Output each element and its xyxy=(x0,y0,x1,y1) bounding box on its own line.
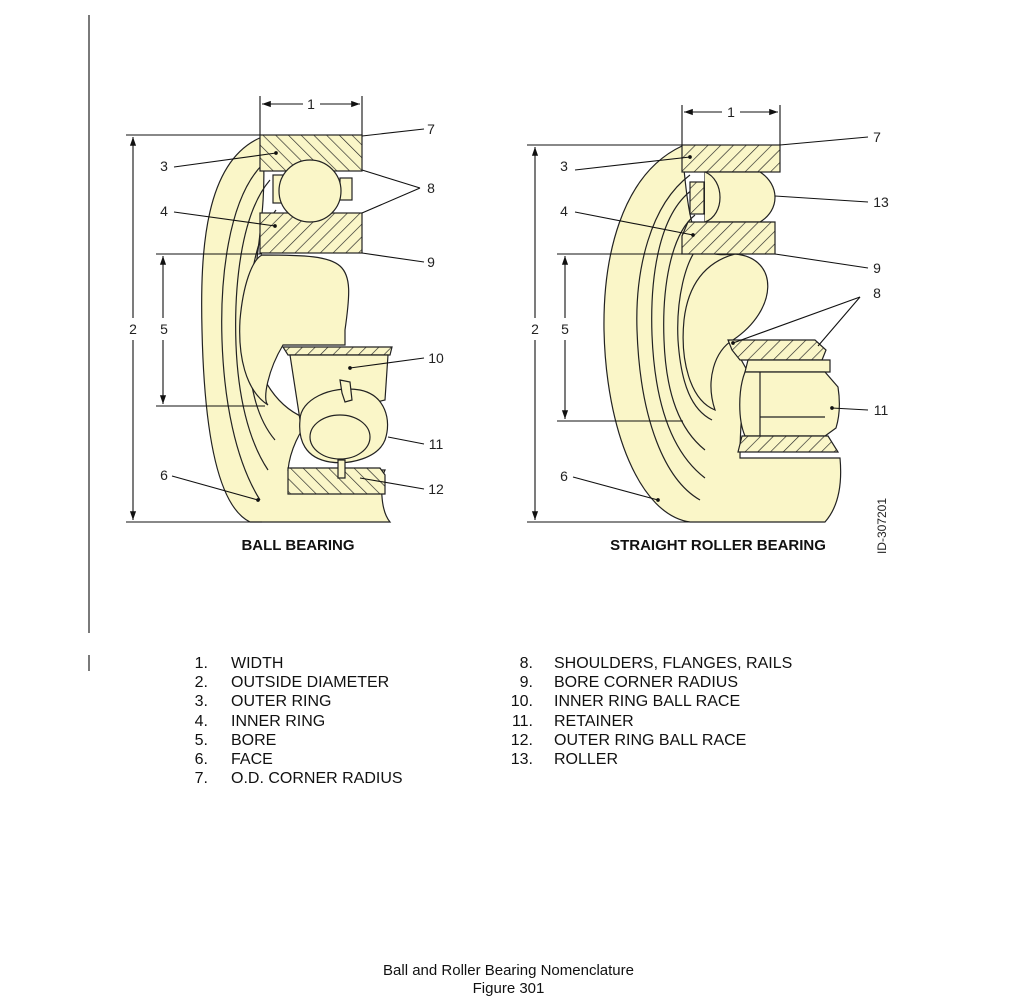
bearing-diagram: 1 2 3 4 5 6 7 8 9 10 11 12 BALL BEARING xyxy=(126,96,889,554)
callout-7: 7 xyxy=(873,129,881,145)
callout-2: 2 xyxy=(531,321,539,337)
callout-10: 10 xyxy=(428,350,444,366)
legend-num: 3. xyxy=(194,693,208,711)
callout-4: 4 xyxy=(160,203,168,219)
callout-5: 5 xyxy=(160,321,168,337)
callout-9: 9 xyxy=(427,254,435,270)
legend-item: 11. RETAINER xyxy=(505,712,792,731)
callout-1: 1 xyxy=(727,104,735,120)
legend-label: O.D. CORNER RADIUS xyxy=(231,770,403,788)
callout-4: 4 xyxy=(560,203,568,219)
change-bar-top xyxy=(88,15,90,633)
legend-right: 8. SHOULDERS, FLANGES, RAILS 9. BORE CORNE… xyxy=(505,654,793,769)
roller-bearing-callouts: 1 2 3 4 5 6 7 13 9 8 11 xyxy=(531,104,889,484)
legend-item: 12. OUTER RING BALL RACE xyxy=(505,731,792,750)
legend-item: 4. INNER RING xyxy=(190,712,403,731)
legend-num: 9. xyxy=(519,674,533,692)
legend-num: 7. xyxy=(194,770,208,788)
legend-num: 10. xyxy=(510,693,533,711)
caption-figure-number: Figure 301 xyxy=(472,980,545,997)
ball-bearing-drawing xyxy=(201,134,393,523)
legend-item: 8. SHOULDERS, FLANGES, RAILS xyxy=(505,654,793,673)
legend-item: 3. OUTER RING xyxy=(190,692,403,711)
roller-bearing-inner-ring xyxy=(681,221,776,255)
legend-label: BORE CORNER RADIUS xyxy=(554,674,739,692)
legend-item: 6. FACE xyxy=(190,750,403,769)
legend-label: OUTER RING BALL RACE xyxy=(554,731,747,749)
change-bar-bottom xyxy=(88,655,90,671)
ball-bearing-title: BALL BEARING xyxy=(241,537,354,554)
callout-11: 11 xyxy=(874,402,889,418)
legend-label: OUTSIDE DIAMETER xyxy=(231,674,390,692)
legend-num: 13. xyxy=(510,751,533,769)
legend-num: 4. xyxy=(194,712,208,730)
callout-11: 11 xyxy=(429,436,444,452)
callout-9: 9 xyxy=(873,260,881,276)
illustration-id: ID-307201 xyxy=(875,498,889,554)
ball-bearing-ball xyxy=(278,159,342,223)
legend-label: INNER RING BALL RACE xyxy=(554,693,741,711)
legend-item: 13. ROLLER xyxy=(505,750,792,769)
callout-13: 13 xyxy=(873,194,889,210)
legend-num: 8. xyxy=(519,655,533,672)
callout-6: 6 xyxy=(560,468,568,484)
legend-item: 2. OUTSIDE DIAMETER xyxy=(190,673,403,692)
legend-label: OUTER RING xyxy=(231,693,332,711)
legend-num: 12. xyxy=(510,731,533,749)
callout-12: 12 xyxy=(428,481,444,497)
legend-num: 2. xyxy=(194,674,208,692)
ball-bearing-callouts: 1 2 3 4 5 6 7 8 9 10 11 12 xyxy=(129,96,444,497)
callout-8: 8 xyxy=(873,285,881,301)
legend-item: 5. BORE xyxy=(190,731,403,750)
roller-bearing-title: STRAIGHT ROLLER BEARING xyxy=(610,537,826,554)
legend-num: 6. xyxy=(194,751,208,769)
legend-left: 1.WIDTH 2.OUTSIDE DIAMETER 3.OUTER RING … xyxy=(190,654,403,788)
figure-caption: Ball and Roller Bearing Nomenclature Fig… xyxy=(0,962,1014,998)
callout-6: 6 xyxy=(160,467,168,483)
legend-num: 1. xyxy=(194,655,208,672)
callout-7: 7 xyxy=(427,121,435,137)
callout-3: 3 xyxy=(560,158,568,174)
callout-1: 1 xyxy=(307,96,315,112)
legend-item: 9. BORE CORNER RADIUS xyxy=(505,673,792,692)
legend-label: SHOULDERS, FLANGES, RAILS xyxy=(554,655,793,672)
callout-5: 5 xyxy=(561,321,569,337)
caption-title: Ball and Roller Bearing Nomenclature xyxy=(383,962,634,979)
roller-bearing-outer-ring xyxy=(681,144,781,173)
legend-label: INNER RING xyxy=(231,712,326,730)
legend-label: ROLLER xyxy=(554,751,619,769)
legend-item: 1. WIDTH xyxy=(190,654,403,673)
legend-num: 11. xyxy=(511,712,533,730)
roller-bearing-drawing xyxy=(603,144,842,523)
legend-label: FACE xyxy=(231,751,273,769)
callout-2: 2 xyxy=(129,321,137,337)
roller-bearing-dimensions xyxy=(527,105,869,523)
callout-3: 3 xyxy=(160,158,168,174)
legend-label: RETAINER xyxy=(554,712,634,730)
legend-num: 5. xyxy=(194,731,208,749)
legend-item: 10. INNER RING BALL RACE xyxy=(505,692,792,711)
legend-label: BORE xyxy=(231,731,277,749)
ball-bearing-dimensions xyxy=(126,96,425,523)
legend-label: WIDTH xyxy=(231,655,284,672)
legend-item: 7. O.D. CORNER RADIUS xyxy=(190,769,403,788)
callout-8: 8 xyxy=(427,180,435,196)
